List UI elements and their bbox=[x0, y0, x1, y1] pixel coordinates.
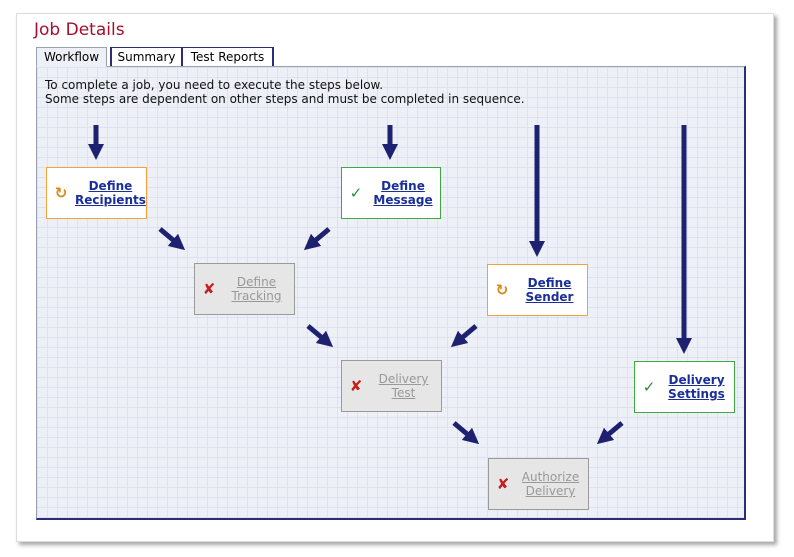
arrow-settings-to-authorize bbox=[596, 421, 624, 445]
x-mark-icon: ✘ bbox=[202, 280, 216, 298]
x-mark-icon: ✘ bbox=[496, 475, 510, 493]
page-title: Job Details bbox=[34, 20, 125, 40]
tab-workflow[interactable]: Workflow bbox=[36, 47, 107, 67]
arrow-tracking-to-test bbox=[306, 324, 334, 348]
tab-summary[interactable]: Summary bbox=[110, 47, 183, 66]
arrow-test-to-authorize bbox=[452, 421, 480, 445]
arrow-recipients-to-tracking bbox=[158, 227, 186, 251]
checkmark-icon: ✓ bbox=[349, 184, 363, 202]
refresh-icon: ↻ bbox=[54, 184, 68, 202]
checkmark-icon: ✓ bbox=[642, 378, 656, 396]
intro-text-line2: Some steps are dependent on other steps … bbox=[45, 92, 525, 106]
intro-text-line1: To complete a job, you need to execute t… bbox=[45, 78, 384, 92]
arrow-message-to-tracking bbox=[303, 227, 331, 251]
refresh-icon: ↻ bbox=[495, 281, 509, 299]
arrow-sender-to-test bbox=[450, 324, 478, 348]
x-mark-icon: ✘ bbox=[349, 377, 363, 395]
tab-test-reports[interactable]: Test Reports bbox=[183, 47, 274, 66]
